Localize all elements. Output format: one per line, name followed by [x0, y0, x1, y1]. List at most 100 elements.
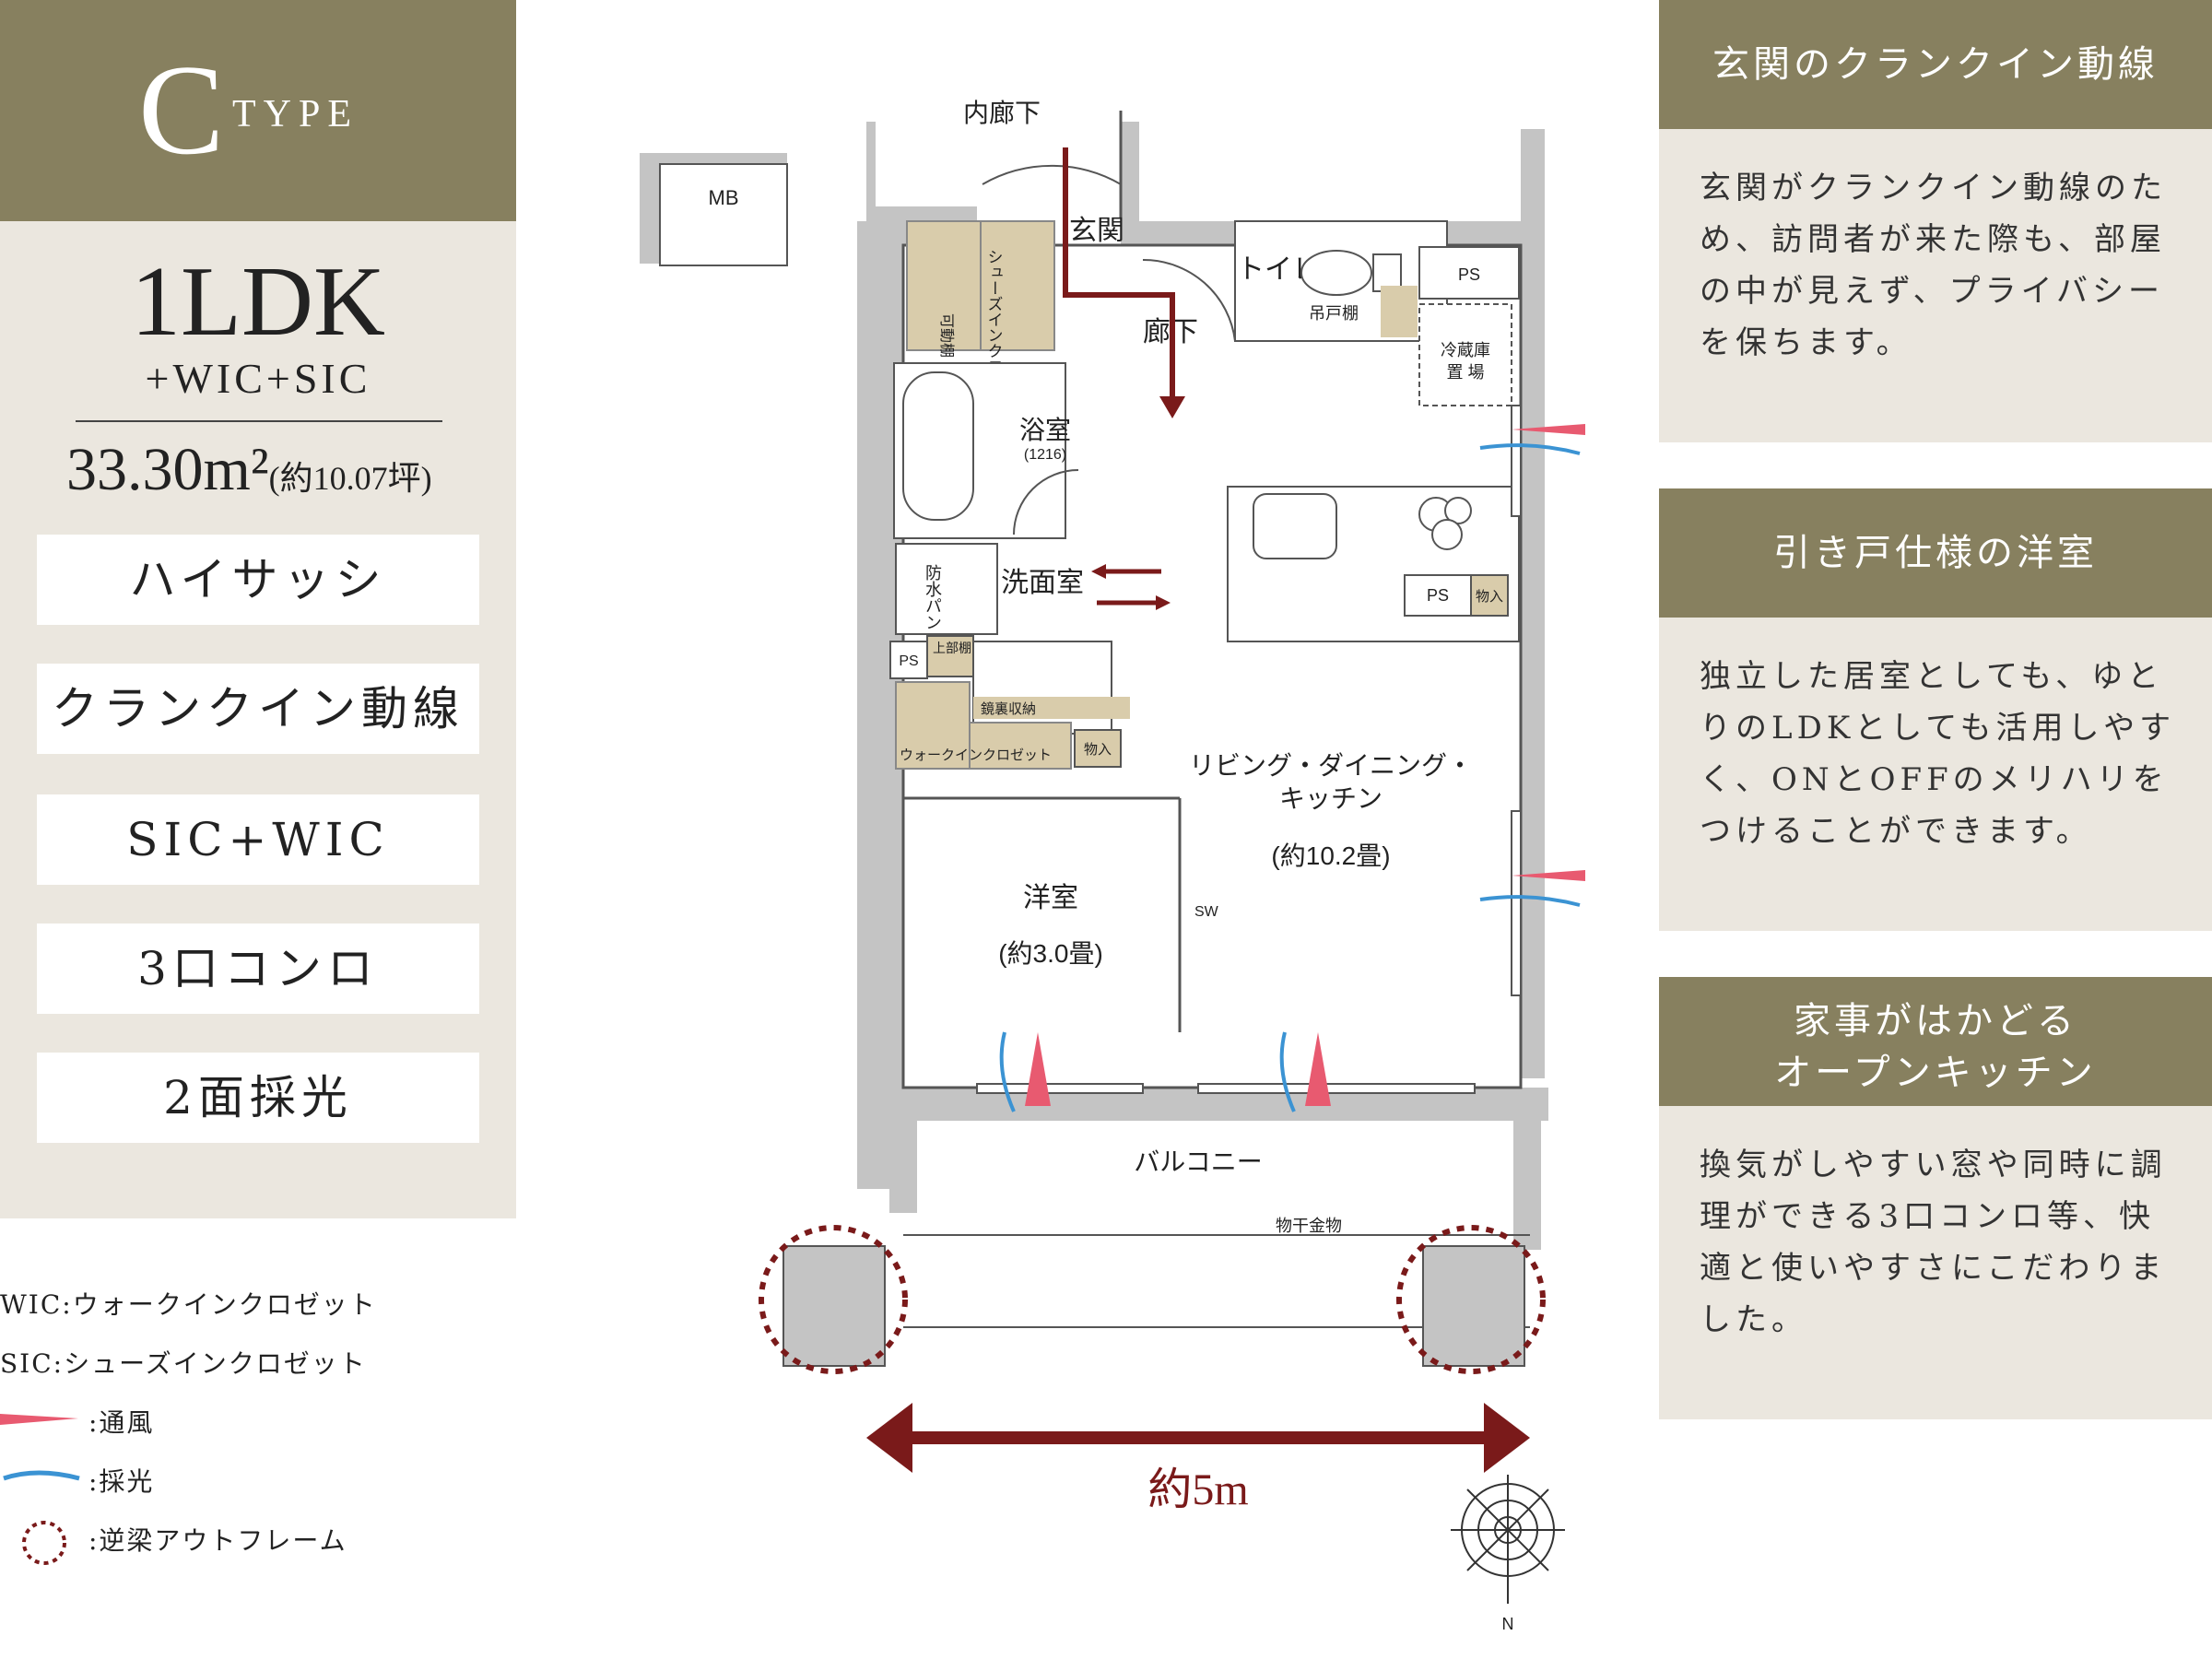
compass-icon [1451, 1475, 1565, 1604]
feature-high-sash: ハイサッシ [37, 535, 479, 625]
area-value: 33.30m² [66, 436, 269, 503]
waterproof-pan [895, 543, 998, 635]
crank-in-path [1063, 147, 1175, 404]
wall-entry-right [1121, 122, 1139, 260]
upper-shelf [926, 635, 974, 677]
wind-arrow-bottom-2 [1305, 1032, 1331, 1106]
wall-top-left [787, 122, 977, 221]
wind-legend-icon [0, 1414, 78, 1425]
floor-plan: MB 内廊下 可動棚 シューズインクロゼット 玄関 廊下 トイレ 吊戸棚 PS … [640, 99, 1585, 1633]
upper-shelf-label: 上部棚 [933, 641, 971, 655]
type-header [0, 0, 516, 221]
type-word: TYPE [232, 93, 359, 135]
entrance-door [982, 164, 1122, 185]
legend-light: :採光 [88, 1466, 155, 1497]
divider [76, 420, 442, 422]
feature-2-side-light: 2面採光 [37, 1053, 479, 1143]
fridge-label-1: 冷蔵庫 [1441, 341, 1490, 359]
window-bottom-left [976, 1083, 1144, 1094]
sliding-arrowhead-out [1091, 564, 1106, 579]
sliding-arrowhead-in [1156, 595, 1171, 610]
legend-frame: :逆梁アウトフレーム [88, 1525, 347, 1556]
balcony-wall-right [1513, 1121, 1541, 1250]
outframe-column-right [1422, 1245, 1525, 1367]
outframe-column-left [782, 1245, 886, 1367]
frame-legend-icon [22, 1521, 66, 1565]
corridor-label: 内廊下 [963, 99, 1041, 127]
mb-box [659, 163, 788, 266]
wic-storage-label: 物入 [1084, 742, 1112, 758]
ps-label-kitchen: PS [1427, 586, 1449, 605]
drying-rack-label: 物干金物 [1276, 1217, 1342, 1235]
wash-basin [972, 641, 1112, 735]
light-wave-right-2 [1479, 895, 1581, 907]
washroom-label: 洗面室 [1001, 568, 1084, 598]
walk-in-closet-left [895, 681, 971, 770]
plan-name: 1LDK [131, 247, 385, 357]
kitchen-storage-label: 物入 [1476, 589, 1503, 605]
shoes-in-closet [980, 220, 1055, 351]
compass-north-label: N [1502, 1615, 1514, 1633]
window-right-bottom [1511, 810, 1522, 996]
panel-1-title: 玄関のクランクイン動線 [1659, 0, 2212, 129]
bath-size: (1216) [1024, 447, 1066, 463]
toilet-tank [1372, 253, 1402, 292]
ps-box-wash [889, 641, 928, 679]
western-room-label: 洋室 [1023, 883, 1078, 913]
balcony-wall-left [889, 1121, 917, 1213]
fridge-space [1418, 303, 1512, 406]
hall-door [1142, 258, 1236, 342]
movable-shelf-label: 可動棚 [938, 313, 955, 358]
bath-door [1013, 469, 1079, 535]
feature-3-burner: 3口コンロ [37, 924, 479, 1014]
light-wave-bottom-1 [999, 1031, 1016, 1112]
waterproof-pan-label: 防水パン [924, 564, 942, 630]
wic-storage [1074, 729, 1122, 768]
crank-in-arrowhead [1159, 396, 1185, 418]
legend-wic: WIC:ウォークインクロゼット [0, 1289, 377, 1320]
panel-1-body: 玄関がクランクイン動線のため、訪問者が来た際も、部屋の中が見えず、プライバシーを… [1659, 129, 2212, 442]
light-wave-bottom-2 [1279, 1031, 1296, 1112]
kitchen-storage [1470, 574, 1509, 617]
panel-2-title: 引き戸仕様の洋室 [1659, 488, 2212, 618]
outframe-marker-left [759, 1225, 908, 1374]
wic-label: ウォークインクロゼット [900, 747, 1052, 763]
panel-3-body: 換気がしやすい窓や同時に調理ができる3口コンロ等、快適と使いやすさにこだわりまし… [1659, 1106, 2212, 1419]
sw-label: SW [1194, 904, 1219, 920]
window-right-top [1511, 405, 1522, 517]
feature-crank-in: クランクイン動線 [37, 664, 479, 754]
panel-3-text: 換気がしやすい窓や同時に調理ができる3口コンロ等、快適と使いやすさにこだわりまし… [1700, 1147, 2167, 1338]
width-arrowhead-right [1484, 1403, 1530, 1473]
toilet-bowl [1300, 250, 1372, 296]
light-legend-icon [3, 1470, 80, 1481]
ps-label-top: PS [1458, 265, 1480, 284]
balcony-label: バルコニー [1134, 1147, 1262, 1176]
wind-arrow-bottom-1 [1025, 1032, 1051, 1106]
ldk-size: (約10.2畳) [1271, 841, 1390, 870]
mb-label: MB [709, 186, 739, 209]
entrance-label: 玄関 [1069, 216, 1124, 246]
width-arrowhead-left [866, 1403, 912, 1473]
light-wave-right-1 [1479, 443, 1581, 455]
movable-shelf [906, 220, 982, 351]
bath-label: 浴室 [1019, 416, 1071, 444]
wind-arrow-right-1 [1512, 424, 1585, 435]
wind-arrow-right-2 [1512, 870, 1585, 881]
hanging-shelf [1381, 286, 1418, 337]
legend-wind: :通風 [88, 1407, 155, 1438]
bathtub [902, 371, 974, 521]
outframe-marker-right [1396, 1225, 1546, 1374]
western-room-size: (約3.0畳) [998, 939, 1103, 968]
mirror-storage [973, 697, 1130, 719]
panel-1-text: 玄関がクランクイン動線のため、訪問者が来た際も、部屋の中が見えず、プライバシーを… [1700, 170, 2167, 361]
panel-3-title-line-2: オープンキッチン [1774, 1052, 2097, 1094]
mirror-storage-label: 鏡裏収納 [981, 700, 1036, 717]
panel-2-text: 独立した居室としても、ゆとりのLDKとしても活用しやすく、ONとOFFのメリハリ… [1700, 658, 2176, 850]
plan-extra: +WIC+SIC [145, 355, 371, 402]
ldk-label-2: キッチン [1279, 784, 1382, 813]
walk-in-closet-right [969, 722, 1072, 770]
kitchen-sink [1253, 493, 1337, 559]
type-letter: C [138, 39, 225, 182]
ps-box-top [1418, 246, 1520, 300]
window-bottom-right [1197, 1083, 1476, 1094]
